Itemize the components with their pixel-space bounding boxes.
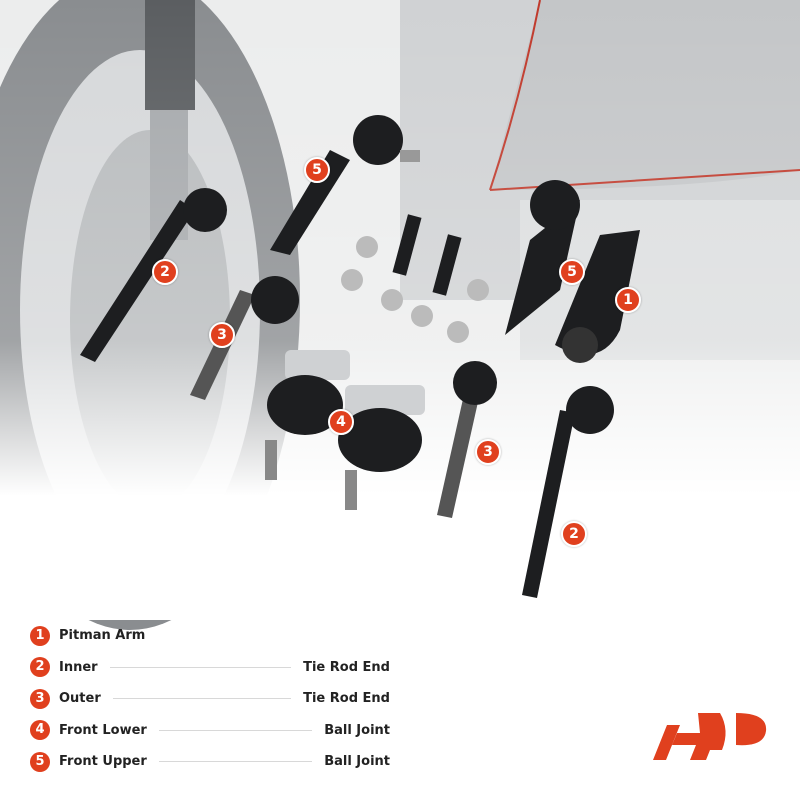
- legend-row: 2 Inner Tie Rod End: [30, 652, 390, 684]
- legend-number: 4: [30, 720, 50, 741]
- callout-badge: 5: [559, 259, 585, 285]
- legend-number: 2: [30, 657, 50, 678]
- leader-line: [158, 761, 313, 763]
- callout-badge: 2: [561, 521, 587, 547]
- callout-badge: 3: [209, 322, 235, 348]
- callout-badge: 5: [304, 157, 330, 183]
- callout-badge: 3: [475, 439, 501, 465]
- parts: [80, 115, 640, 598]
- callout-badge: 1: [615, 287, 641, 313]
- legend-number: 3: [30, 688, 50, 709]
- leader-line: [158, 729, 313, 731]
- legend-number: 1: [30, 625, 50, 646]
- callout-badge: 2: [152, 259, 178, 285]
- legend-number: 5: [30, 751, 50, 772]
- legend-row: 3 Outer Tie Rod End: [30, 683, 390, 715]
- legend-label: Pitman Arm: [59, 628, 146, 644]
- legend-type: Ball Joint: [324, 754, 390, 770]
- legend-row: 1 Pitman Arm: [30, 620, 390, 652]
- legend-label: Front Upper: [59, 754, 147, 770]
- legend-type: Tie Rod End: [303, 691, 390, 707]
- callout-badge: 4: [328, 409, 354, 435]
- legend-label: Inner: [59, 659, 98, 675]
- legend-label: Outer: [59, 691, 101, 707]
- legend-row: 4 Front Lower Ball Joint: [30, 715, 390, 747]
- brand-logo: [653, 713, 767, 760]
- parts-legend: 1 Pitman Arm 2 Inner Tie Rod End 3 Outer…: [30, 620, 390, 778]
- chassis-background: [0, 0, 800, 630]
- leader-line: [109, 666, 292, 668]
- legend-label: Front Lower: [59, 722, 147, 738]
- leader-line: [112, 698, 292, 700]
- legend-type: Ball Joint: [324, 722, 390, 738]
- legend-type: Tie Rod End: [303, 659, 390, 675]
- legend-row: 5 Front Upper Ball Joint: [30, 746, 390, 778]
